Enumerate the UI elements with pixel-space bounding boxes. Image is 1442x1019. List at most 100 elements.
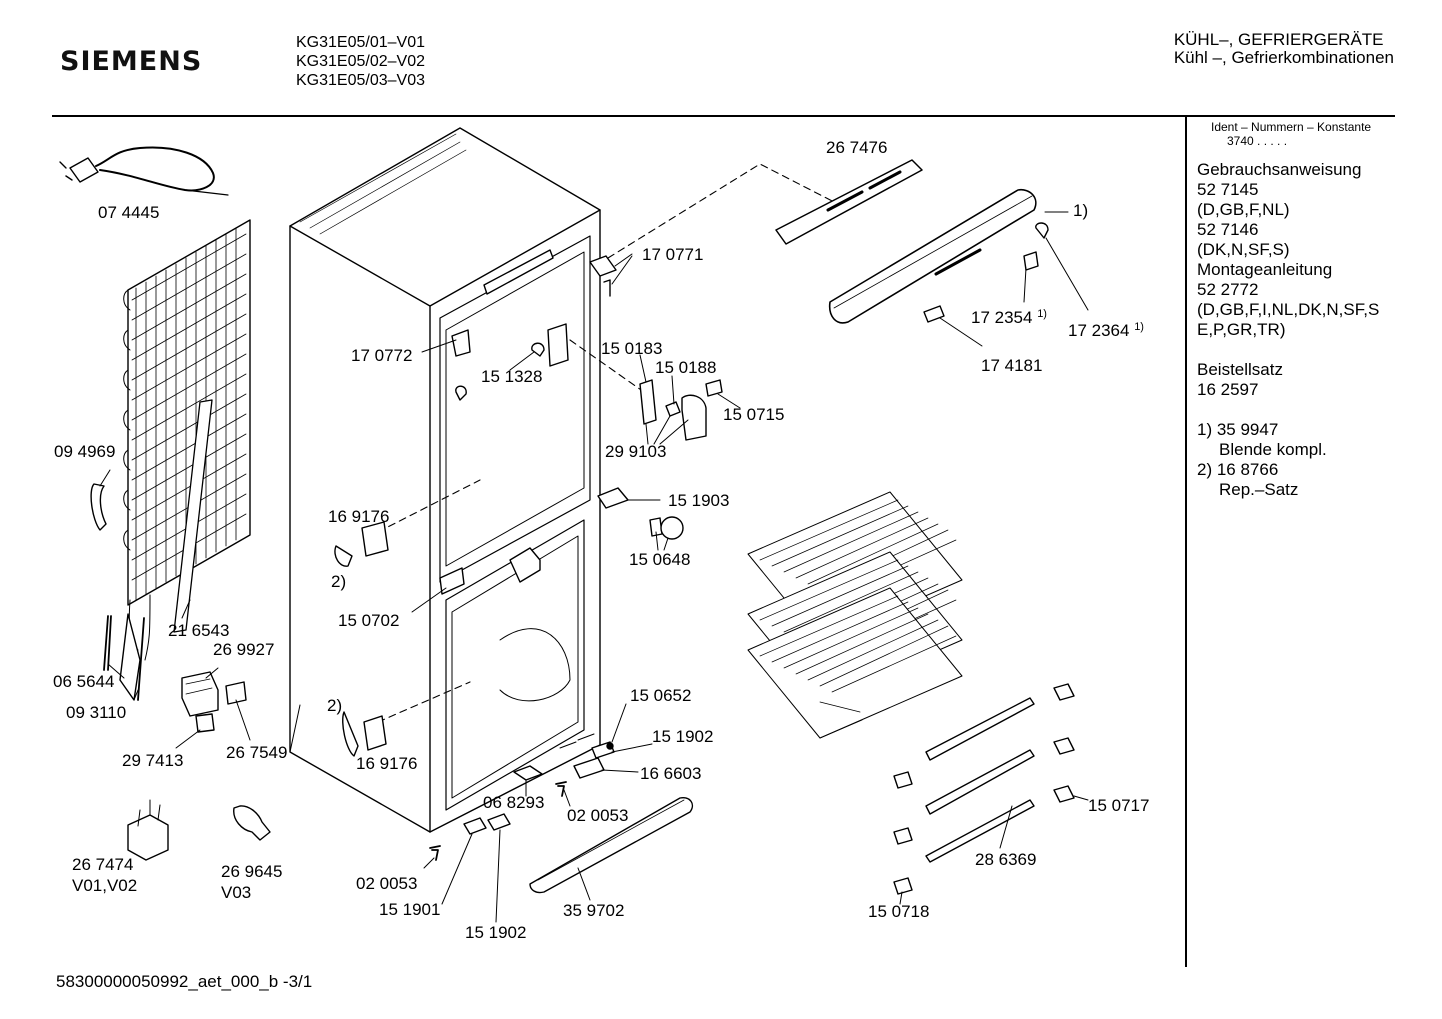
part-label-170772: 17 0772 [351, 346, 413, 365]
knob-172364 [1035, 222, 1049, 239]
note-2-desc: Rep.–Satz [1219, 480, 1299, 499]
beistell-value: 16 2597 [1197, 380, 1259, 399]
thermostat-knob [455, 385, 467, 401]
dashed-guides [377, 163, 841, 723]
hinge-bracket-170772 [451, 329, 471, 357]
part-label-172354: 17 2354 1) [971, 308, 1047, 327]
power-cord [59, 146, 229, 196]
variant-label-v03: V03 [221, 883, 252, 902]
ident-label: Ident – Nummern – Konstante [1211, 120, 1372, 134]
brand-logo: SIEMENS [60, 46, 203, 77]
doc-line-2: 52 7145 [1197, 180, 1259, 199]
trim-clip-174181 [923, 305, 945, 323]
screw-020053-b [555, 781, 567, 797]
note-ref-172364: 1) [1134, 321, 1144, 333]
title-line-2: Kühl –, Gefrierkombinationen [1173, 48, 1394, 67]
part-label-170771: 17 0771 [642, 245, 704, 264]
model-list: KG31E05/01–V01 KG31E05/02–V02 KG31E05/03… [296, 33, 425, 90]
part-label-150183: 15 0183 [601, 339, 663, 358]
part-label-150717: 15 0717 [1088, 796, 1150, 815]
part-label-151903: 15 1903 [668, 491, 730, 510]
doc-line-6: Montageanleitung [1197, 260, 1333, 279]
part-label-169176-upper: 16 9176 [328, 507, 390, 526]
part-label-267474: 26 7474 [72, 855, 134, 874]
cabinet-body [289, 127, 601, 833]
part-label-065644: 06 5644 [53, 672, 115, 691]
note-2-number: 2) 16 8766 [1197, 460, 1279, 479]
plinth-grille [529, 797, 694, 894]
doc-line-3: (D,GB,F,NL) [1197, 200, 1290, 219]
doc-line-1: Gebrauchsanweisung [1197, 160, 1362, 179]
part-label-150702: 15 0702 [338, 611, 400, 630]
condenser-coil [123, 219, 251, 661]
part-label-297413: 29 7413 [122, 751, 184, 770]
model-2: KG31E05/02–V02 [296, 53, 425, 70]
note-ref-2-upper: 2) [331, 572, 347, 591]
part-label-169176-lower: 16 9176 [356, 754, 418, 773]
part-label-020053-left: 02 0053 [356, 874, 418, 893]
doc-line-4: 52 7146 [1197, 220, 1259, 239]
part-label-151328: 15 1328 [481, 367, 543, 386]
note-ref-172354: 1) [1037, 308, 1047, 320]
sidebar-divider [1185, 117, 1187, 967]
drain-hose [90, 483, 107, 531]
hinge-pin [603, 279, 611, 297]
variant-label-v0102: V01,V02 [72, 876, 138, 895]
part-label-151902-lower: 15 1902 [465, 923, 527, 942]
hinge-bracket-151903 [597, 487, 629, 509]
doc-line-7: 52 2772 [1197, 280, 1259, 299]
part-label-074445: 07 4445 [98, 203, 160, 222]
screw-020053-a [429, 845, 441, 861]
part-label-172364: 17 2364 1) [1068, 321, 1144, 340]
lamp-bulb [531, 342, 545, 357]
part-label-151901: 15 1901 [379, 900, 441, 919]
header-divider [52, 115, 1395, 117]
foot-cover-068293 [513, 765, 543, 781]
note-ref-2-lower: 2) [327, 696, 343, 715]
appliance-title: KÜHL–, GEFRIERGERÄTE Kühl –, Gefrierkomb… [1174, 31, 1394, 67]
shelf-strips [925, 697, 1035, 863]
title-line-1: KÜHL–, GEFRIERGERÄTE [1173, 30, 1384, 49]
repair-kit-lower [342, 711, 359, 757]
model-1: KG31E05/01–V01 [296, 34, 425, 51]
note-ref-1: 1) [1073, 201, 1089, 220]
air-damper-lower [363, 715, 387, 751]
air-damper-upper [361, 521, 389, 557]
part-label-150715: 15 0715 [723, 405, 785, 424]
part-label-020053-right: 02 0053 [567, 806, 629, 825]
control-trim-blende [828, 188, 1037, 324]
thermostat-cover [681, 394, 707, 441]
shelf-supports [893, 683, 1075, 895]
ident-value: 3740 . . . . . [1227, 134, 1288, 148]
bottom-hinge-151902 [487, 813, 511, 831]
note-1-desc: Blende kompl. [1219, 440, 1327, 459]
part-label-166603: 16 6603 [640, 764, 702, 783]
repair-kit-upper [334, 545, 353, 567]
part-label-299103: 29 9103 [605, 442, 667, 461]
part-label-267549: 26 7549 [226, 743, 288, 762]
part-label-216543: 21 6543 [168, 621, 230, 640]
part-label-151902-upper: 15 1902 [652, 727, 714, 746]
part-label-150718: 15 0718 [868, 902, 930, 921]
document-id: 58300000050992_aet_000_b -3/1 [56, 972, 313, 991]
sidebar-info: Ident – Nummern – Konstante 3740 . . . .… [1197, 120, 1379, 500]
doc-line-9: E,P,GR,TR) [1197, 320, 1286, 339]
relay-and-starter [181, 671, 247, 733]
part-label-093110: 09 3110 [66, 703, 127, 722]
thermal-switch [233, 805, 271, 841]
note-1-number: 1) 35 9947 [1197, 420, 1279, 439]
temperature-knob [660, 516, 684, 540]
part-label-269927: 26 9927 [213, 640, 275, 659]
part-label-174181: 17 4181 [981, 356, 1043, 375]
part-label-150652: 15 0652 [630, 686, 692, 705]
part-label-359702: 35 9702 [563, 901, 625, 920]
switch-172354 [1023, 251, 1039, 271]
doc-line-8: (D,GB,F,I,NL,DK,N,SF,S [1197, 300, 1380, 319]
beistell-label: Beistellsatz [1197, 360, 1283, 379]
light-switch [705, 379, 723, 397]
part-label-269645: 26 9645 [221, 862, 283, 881]
part-label-094969: 09 4969 [54, 442, 116, 461]
hinge-166603 [573, 757, 605, 779]
hinge-bracket-170771 [589, 255, 617, 277]
